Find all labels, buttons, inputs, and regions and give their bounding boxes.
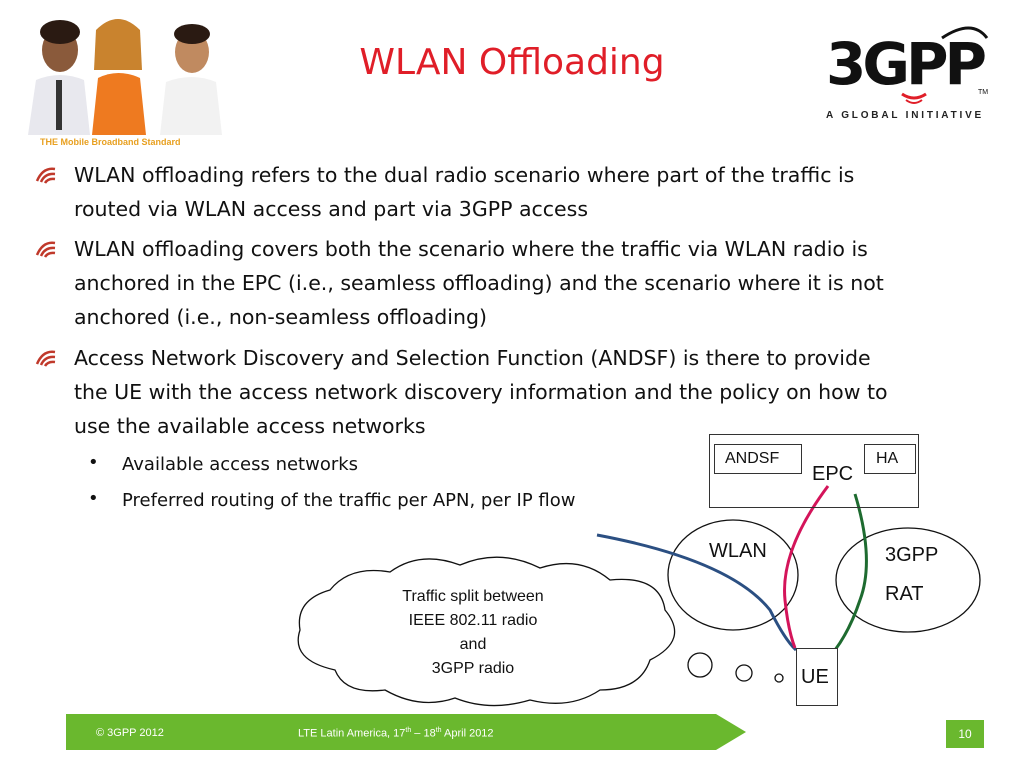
people-photo-illustration <box>28 19 222 135</box>
cloud-text-line: Traffic split between <box>402 588 544 605</box>
wave-bullet-icon <box>35 350 56 367</box>
sub-bullet-2: Preferred routing of the traffic per APN… <box>122 490 576 511</box>
footer-event-mid: – 18 <box>411 727 436 740</box>
bullet-3-line-2: the UE with the access network discovery… <box>74 380 888 404</box>
ha-label: HA <box>876 450 899 467</box>
ha-box <box>864 444 916 474</box>
footer-bar <box>66 714 746 750</box>
ue-label: UE <box>801 666 829 688</box>
andsf-label: ANDSF <box>725 450 780 467</box>
header-photo <box>0 0 228 150</box>
footer-copyright: © 3GPP 2012 <box>96 727 164 739</box>
sub-bullet-1: Available access networks <box>122 454 359 475</box>
footer-event-prefix: LTE Latin America, 17 <box>298 727 406 740</box>
thought-bubble-medium <box>735 664 753 682</box>
bullet-3-line-3: use the available access networks <box>74 414 426 438</box>
footer-event-suffix: April 2012 <box>441 727 494 740</box>
bullet-2-line-3: anchored (i.e., non-seamless offloading) <box>74 305 487 329</box>
cloud-shape <box>297 556 676 707</box>
wave-bullet-icon <box>35 241 56 258</box>
bullet-2-line-2: anchored in the EPC (i.e., seamless offl… <box>74 271 884 295</box>
cloud-text-line: 3GPP radio <box>431 660 515 677</box>
ue-box <box>796 648 838 706</box>
bullet-2-line-1: WLAN offloading covers both the scenario… <box>74 237 868 261</box>
wlan-ellipse <box>667 519 799 631</box>
bullet-1-line-2: routed via WLAN access and part via 3GPP… <box>74 197 589 221</box>
epc-label: EPC <box>812 463 854 485</box>
logo-text: 3GPP <box>826 30 985 98</box>
andsf-box <box>714 444 802 474</box>
wlan-path-line <box>596 533 798 652</box>
epc-box <box>709 434 919 508</box>
logo-subtitle: A GLOBAL INITIATIVE <box>826 110 985 121</box>
bullet-1-line-1: WLAN offloading refers to the dual radio… <box>74 163 855 187</box>
rat-ellipse <box>835 527 981 633</box>
rat-path-line <box>833 493 868 651</box>
cloud-text-line: IEEE 802.11 radio <box>408 612 538 629</box>
footer-event-sup: th <box>435 727 442 734</box>
bullet-3-line-1: Access Network Discovery and Selection F… <box>74 346 871 370</box>
cloud-text: Traffic split between IEEE 802.11 radio … <box>363 585 583 681</box>
sub-bullet-dot: • <box>88 488 99 509</box>
tagline: THE Mobile Broadband Standard <box>40 137 181 147</box>
footer-event-sup: th <box>405 727 412 734</box>
cloud-text-line: and <box>459 636 487 653</box>
3gpp-logo: 3GPP TM <box>822 18 1002 108</box>
thought-bubble-small <box>774 673 784 683</box>
slide-title: WLAN Offloading <box>359 42 665 83</box>
wave-bullet-icon <box>35 167 56 184</box>
sub-bullet-dot: • <box>88 452 99 473</box>
rat-label-line-2: RAT <box>885 583 924 605</box>
page-number: 10 <box>946 720 984 748</box>
logo-trademark: TM <box>978 89 988 96</box>
rat-label-line-1: 3GPP <box>885 544 939 566</box>
epc-path-line <box>783 485 830 649</box>
footer-event: LTE Latin America, 17th – 18th April 201… <box>298 727 494 740</box>
thought-bubble-large <box>687 652 713 678</box>
wlan-label: WLAN <box>709 540 767 562</box>
